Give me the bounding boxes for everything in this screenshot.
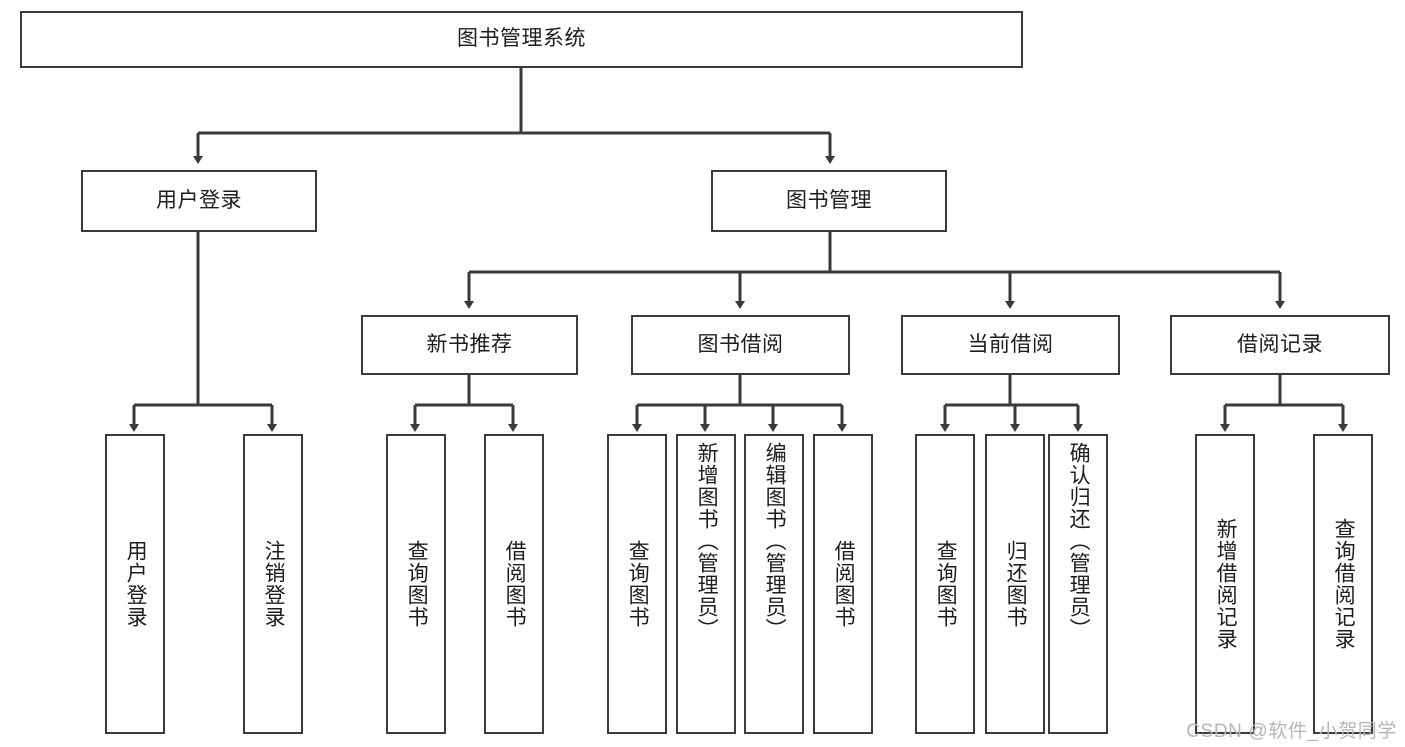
leaf-user-login-label: 用户登录: [124, 540, 148, 628]
leaf-borrow-lend-book-label: 借阅图书: [832, 540, 856, 628]
node-user-login-label: 用户登录: [156, 188, 242, 212]
node-borrow-record-label: 借阅记录: [1237, 332, 1323, 356]
leaf-borrow-lend-book[interactable]: 借阅图书: [813, 434, 873, 734]
leaf-borrow-edit-book[interactable]: 编辑图书（管理员）: [744, 434, 804, 734]
node-book-management-label: 图书管理: [786, 188, 872, 212]
node-book-borrow-label: 图书借阅: [697, 332, 784, 356]
node-book-management[interactable]: 图书管理: [711, 170, 947, 232]
leaf-record-add[interactable]: 新增借阅记录: [1195, 434, 1255, 734]
node-new-book-recommend[interactable]: 新书推荐: [361, 315, 578, 375]
node-new-book-recommend-label: 新书推荐: [426, 332, 513, 356]
leaf-record-query-label: 查询借阅记录: [1332, 518, 1356, 650]
leaf-current-query-book-label: 查询图书: [934, 540, 958, 628]
leaf-borrow-add-book[interactable]: 新增图书（管理员）: [676, 434, 736, 734]
watermark: CSDN @软件_小贺同学: [1186, 721, 1397, 742]
leaf-current-confirm-return-label: 确认归还（管理员）: [1067, 442, 1091, 640]
leaf-borrow-add-book-label: 新增图书（管理员）: [695, 442, 719, 640]
leaf-newbook-query-book-label: 查询图书: [405, 540, 429, 628]
node-book-borrow[interactable]: 图书借阅: [631, 315, 850, 375]
leaf-record-add-label: 新增借阅记录: [1214, 518, 1238, 650]
leaf-newbook-borrow-book-label: 借阅图书: [503, 540, 527, 628]
leaf-borrow-query-book[interactable]: 查询图书: [607, 434, 667, 734]
leaf-current-return-book[interactable]: 归还图书: [985, 434, 1045, 734]
node-root-label: 图书管理系统: [457, 27, 586, 51]
leaf-user-logout[interactable]: 注销登录: [243, 434, 303, 734]
leaf-borrow-query-book-label: 查询图书: [626, 540, 650, 628]
leaf-newbook-borrow-book[interactable]: 借阅图书: [484, 434, 544, 734]
node-user-login[interactable]: 用户登录: [81, 170, 317, 232]
leaf-current-query-book[interactable]: 查询图书: [915, 434, 975, 734]
node-root[interactable]: 图书管理系统: [20, 11, 1023, 68]
leaf-user-login[interactable]: 用户登录: [105, 434, 165, 734]
node-current-borrow-label: 当前借阅: [967, 332, 1054, 356]
leaf-newbook-query-book[interactable]: 查询图书: [386, 434, 446, 734]
leaf-current-return-book-label: 归还图书: [1004, 540, 1028, 628]
leaf-record-query[interactable]: 查询借阅记录: [1313, 434, 1373, 734]
leaf-borrow-edit-book-label: 编辑图书（管理员）: [763, 442, 787, 640]
node-borrow-record[interactable]: 借阅记录: [1170, 315, 1390, 375]
node-current-borrow[interactable]: 当前借阅: [901, 315, 1120, 375]
leaf-current-confirm-return[interactable]: 确认归还（管理员）: [1048, 434, 1108, 734]
leaf-user-logout-label: 注销登录: [262, 540, 286, 628]
